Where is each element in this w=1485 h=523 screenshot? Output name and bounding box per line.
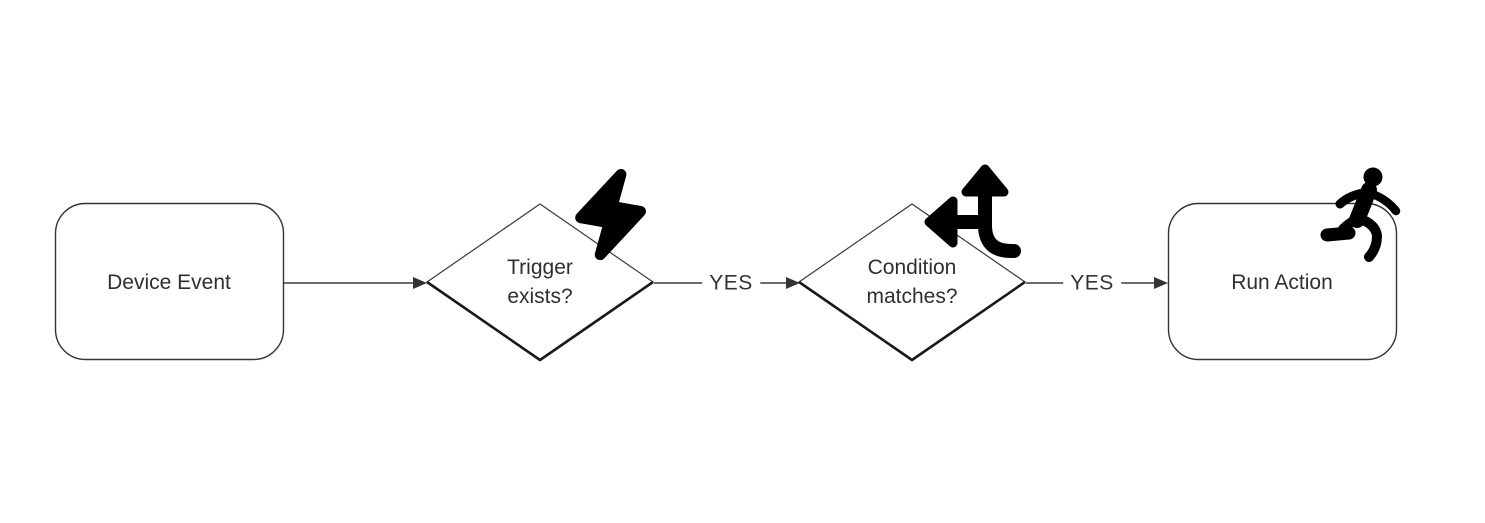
- node-condition-matches-shape: [797, 203, 1027, 362]
- person-running-icon: [1320, 167, 1401, 262]
- node-run-action-shape: [1167, 202, 1398, 361]
- split-arrows-icon: [924, 164, 1021, 258]
- node-device-event-shape: [54, 202, 285, 361]
- edge-label-yes-1: YES: [702, 270, 760, 296]
- edge-device-event-to-trigger: [284, 277, 427, 289]
- edge-label-yes-2: YES: [1063, 270, 1121, 296]
- node-trigger-exists-shape: [425, 203, 655, 362]
- lightning-bolt-icon: [575, 168, 646, 261]
- arrowhead-icon: [1154, 277, 1168, 289]
- arrowhead-icon: [413, 277, 427, 289]
- arrowhead-icon: [786, 277, 800, 289]
